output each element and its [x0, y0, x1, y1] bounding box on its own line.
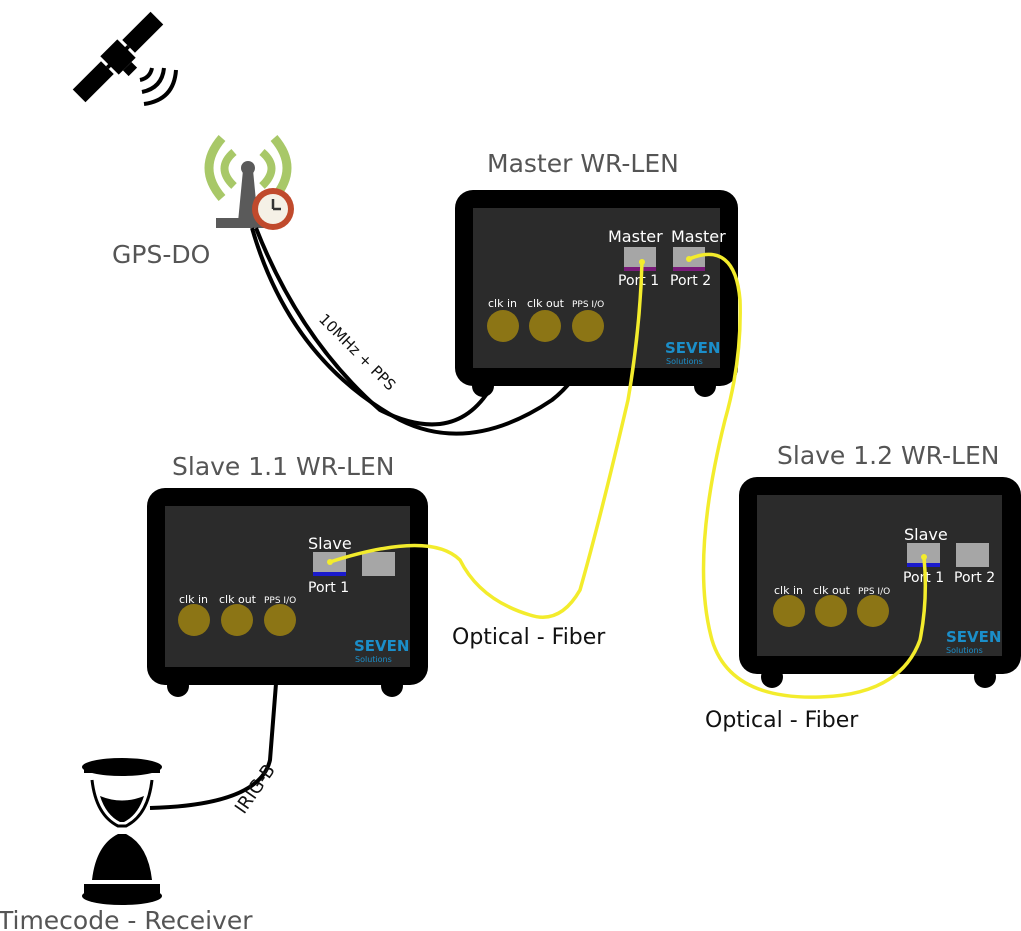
master-brand-logo: SEVEN — [665, 339, 720, 357]
master-device: Master WR-LEN Master Master Port 1 Port … — [455, 149, 738, 397]
slave12-device: Slave 1.2 WR-LEN Slave Port 1 Port 2 clk… — [739, 441, 1021, 688]
slave11-port-2[interactable] — [362, 552, 395, 576]
gps-antenna-clock-icon — [204, 135, 294, 230]
slave12-title: Slave 1.2 WR-LEN — [777, 441, 1000, 470]
master-port-1[interactable] — [624, 247, 656, 267]
slave11-brand-logo: SEVEN — [354, 637, 409, 655]
timecode-receiver-label: Timecode - Receiver — [0, 906, 253, 931]
master-port1-role: Master — [608, 227, 663, 246]
master-port2-role: Master — [671, 227, 726, 246]
slave11-title: Slave 1.1 WR-LEN — [172, 452, 395, 481]
gps-do-label: GPS-DO — [112, 240, 210, 269]
master-port1-label: Port 1 — [618, 273, 659, 289]
slave12-port-1[interactable] — [907, 543, 940, 563]
slave12-pps-label: PPS I/O — [858, 587, 890, 597]
slave11-port1-role: Slave — [308, 534, 352, 553]
satellite-icon — [72, 11, 178, 106]
slave12-port-2[interactable] — [956, 543, 989, 567]
slave12-clk-out[interactable] — [815, 595, 847, 627]
slave11-brand-sub: Solutions — [355, 655, 392, 664]
slave12-port1-role: Slave — [904, 525, 948, 544]
slave11-clk-in[interactable] — [178, 604, 210, 636]
slave12-clk-out-label: clk out — [813, 584, 851, 597]
master-title: Master WR-LEN — [487, 149, 679, 178]
master-pps-io[interactable] — [572, 310, 604, 342]
slave12-pps-io[interactable] — [857, 595, 889, 627]
fiber-master-p1-to-slave11 — [329, 261, 644, 619]
fiber-1-label: Optical - Fiber — [452, 625, 606, 650]
slave11-pps-io[interactable] — [264, 604, 296, 636]
irig-cable-label: IRIG-B — [231, 761, 280, 818]
hourglass-icon — [82, 758, 162, 905]
master-brand-sub: Solutions — [666, 357, 703, 366]
irig-cable — [149, 619, 283, 810]
slave12-brand-sub: Solutions — [946, 646, 983, 655]
master-clk-in-label: clk in — [488, 297, 517, 310]
slave11-clk-out[interactable] — [221, 604, 253, 636]
master-pps-label: PPS I/O — [572, 300, 604, 310]
slave11-pps-label: PPS I/O — [264, 596, 296, 606]
slave12-clk-in[interactable] — [773, 595, 805, 627]
slave11-device: Slave 1.1 WR-LEN Slave Port 1 clk in clk… — [147, 452, 428, 697]
master-port2-label: Port 2 — [670, 273, 711, 289]
slave12-port2-label: Port 2 — [954, 570, 995, 586]
fiber-2-label: Optical - Fiber — [705, 708, 859, 733]
slave11-port1-label: Port 1 — [308, 580, 349, 596]
slave12-clk-in-label: clk in — [774, 584, 803, 597]
master-clk-out-label: clk out — [527, 297, 565, 310]
master-clk-out[interactable] — [529, 310, 561, 342]
optical-fibers — [327, 252, 928, 699]
slave11-clk-in-label: clk in — [179, 593, 208, 606]
fiber-master-p2-to-slave12 — [688, 252, 928, 699]
master-clk-in[interactable] — [487, 310, 519, 342]
slave11-clk-out-label: clk out — [219, 593, 257, 606]
slave12-brand-logo: SEVEN — [946, 628, 1001, 646]
